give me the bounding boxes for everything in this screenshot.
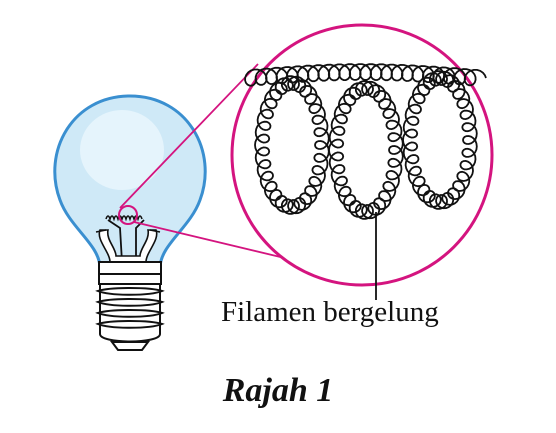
- filament-coil-loop: [328, 80, 404, 220]
- filament-coil-loop: [402, 70, 478, 210]
- screw-base: [95, 283, 165, 351]
- filament-supports: [107, 219, 145, 263]
- light-bulb: [53, 94, 207, 351]
- magnifier-ring: [230, 23, 494, 287]
- filament-coil-loop: [254, 75, 330, 215]
- filament-label: Filamen bergelung: [221, 296, 439, 328]
- coiled-filament: [244, 63, 487, 220]
- bulb-collar: [98, 261, 162, 275]
- zoom-spot: [118, 205, 138, 225]
- filament-coil-top: [244, 63, 487, 87]
- figure-caption: Rajah 1: [222, 372, 334, 409]
